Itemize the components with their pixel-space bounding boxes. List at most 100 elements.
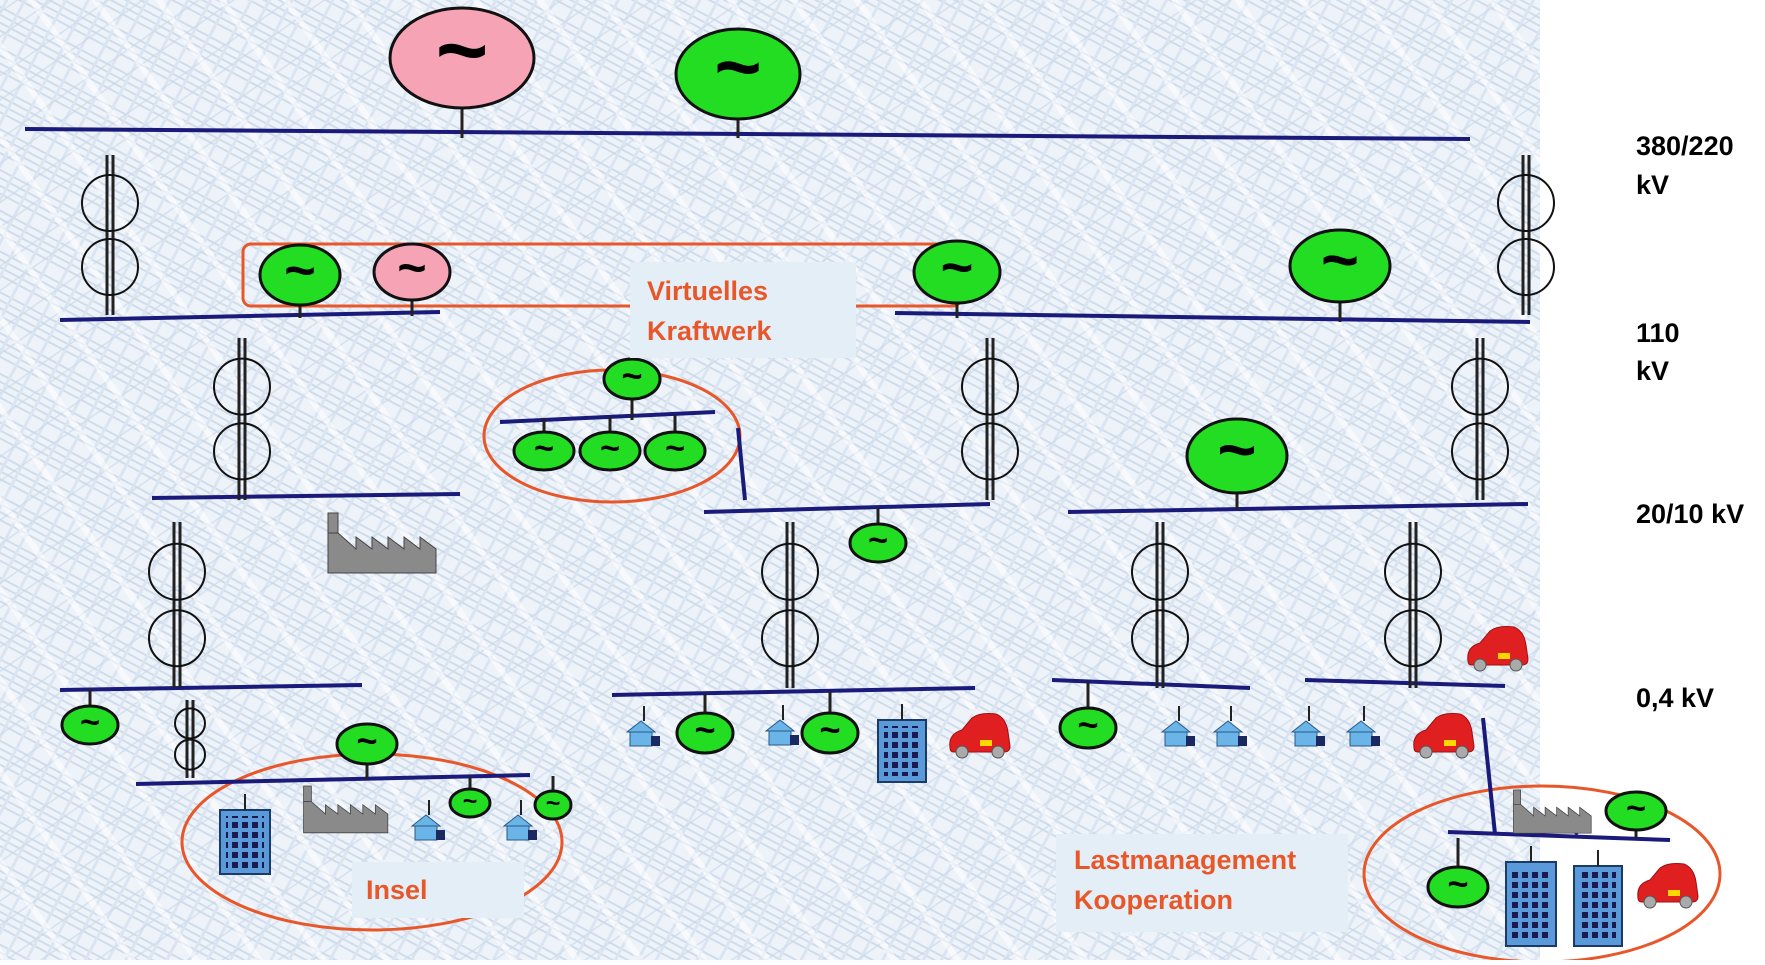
generator-symbol: ~ [356,720,377,761]
generator-symbol: ~ [694,709,715,750]
voltage-label-380kv: 380/220 [1636,131,1734,161]
transformer-winding [148,609,206,668]
generator-symbol: ~ [463,787,478,815]
generator-symbol: ~ [546,789,561,817]
voltage-label-110kv: 110 [1636,318,1680,348]
load-management-label: Lastmanagement [1074,845,1296,875]
busbar-line [499,410,716,424]
busbar-line [1447,830,1671,842]
generator-symbol: ~ [868,522,888,560]
busbar-line [611,686,976,697]
office-building-icon [877,704,927,783]
transformer-winding [81,238,139,296]
voltage-label-20kv: 20/10 kV [1636,499,1744,529]
transformer-winding [961,357,1019,416]
island-label-box [352,862,524,918]
transformer-winding [213,422,271,481]
generator-symbol: ~ [621,355,642,396]
generator-green [674,27,802,121]
generator-green [448,787,492,819]
voltage-label-04kv: 0,4 kV [1636,683,1714,713]
building-windows [226,816,264,868]
generator-green [602,357,662,401]
generator-green [800,711,860,755]
transformer-winding [961,422,1019,481]
generator-green [512,430,576,472]
transformer-winding [761,542,819,601]
generator-pink [372,242,452,302]
transformer-winding [1384,609,1442,668]
virtual-power-plant-label-box [630,262,856,358]
voltage-label-110kv: kV [1636,356,1669,386]
generator-green [912,239,1002,305]
busbar-line [894,311,1531,324]
building-windows [884,726,920,776]
generator-symbol: ~ [1321,223,1359,296]
building-windows [1580,872,1616,940]
generator-symbol: ~ [714,22,761,112]
office-building-icon [1573,850,1623,947]
generator-symbol: ~ [284,241,316,301]
generator-symbol: ~ [665,430,685,468]
transformer-winding [148,542,206,601]
load-management-label: Kooperation [1074,885,1233,915]
busbar-line [736,427,747,501]
busbar-line [1304,678,1506,688]
generator-green [60,704,120,746]
generator-symbol: ~ [534,430,554,468]
generator-green [258,243,342,307]
busbar-line [1051,678,1251,690]
transformer-winding [174,738,206,771]
generator-symbol: ~ [819,709,840,750]
generator-green [1058,706,1118,750]
generator-green [335,722,399,766]
generator-green [1288,228,1392,304]
generator-symbol: ~ [1447,863,1468,904]
generator-green [675,711,735,755]
generator-green [643,430,707,472]
generator-green [1426,865,1490,909]
load-management-label-box [1056,834,1348,932]
office-building-icon [219,794,271,875]
busbar-line [151,492,461,500]
building-windows [1512,868,1550,940]
transformer-winding [1131,542,1189,601]
transformer-winding [1497,238,1555,296]
busbar-line [59,683,363,692]
generator-symbol: ~ [941,235,974,298]
generator-symbol: ~ [1077,704,1098,745]
office-building-icon [1505,846,1557,947]
busbar-line [59,310,441,322]
voltage-label-380kv: kV [1636,170,1669,200]
busbar-line [135,773,531,786]
transformer-winding [81,174,139,232]
generator-symbol: ~ [1217,413,1256,488]
busbar-line [1481,717,1497,835]
virtual-power-plant-label: Kraftwerk [647,316,773,346]
busbar-line [1067,502,1529,514]
generator-green [848,522,908,564]
map-background-overlay [0,0,1540,960]
transformer-winding [761,609,819,668]
generator-green [1185,417,1289,495]
generator-green [533,789,573,821]
busbar-line [24,127,1471,141]
transformer-winding [1384,542,1442,601]
generator-green [1604,790,1668,832]
busbar-line [703,502,991,514]
transformer-winding [213,357,271,416]
generator-pink [388,6,536,110]
generator-symbol: ~ [1626,790,1646,828]
transformer-winding [1131,609,1189,668]
virtual-power-plant-label: Virtuelles [647,276,768,306]
transformer-winding [1497,174,1555,232]
generator-symbol: ~ [600,430,620,468]
generator-symbol: ~ [436,1,489,101]
generator-symbol: ~ [397,240,426,296]
transformer-winding [174,707,206,740]
transformer-winding [1451,422,1509,481]
generator-symbol: ~ [80,704,100,742]
generator-green [578,430,642,472]
